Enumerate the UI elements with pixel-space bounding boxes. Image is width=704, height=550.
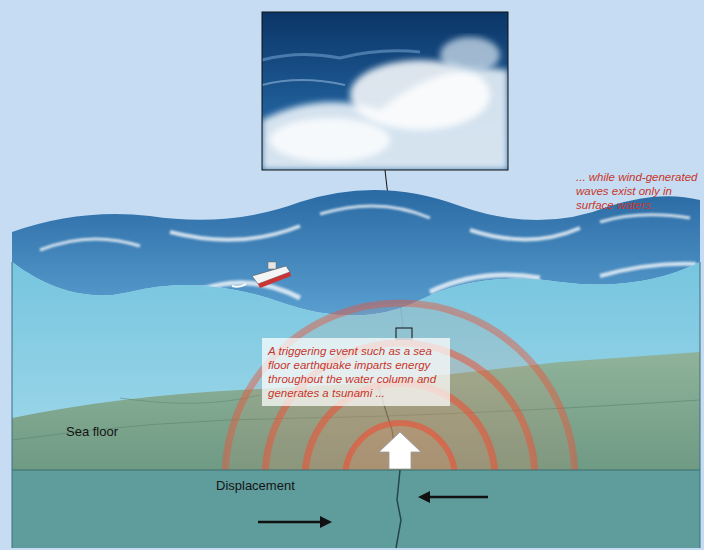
annotation-note: ... while wind-generated waves exist onl…	[576, 170, 700, 212]
part-label: Sea floor	[66, 424, 156, 439]
caption-text: A triggering event such as a sea floor e…	[268, 344, 444, 400]
part-label: Displacement	[216, 478, 326, 493]
text-panel: A triggering event such as a sea floor e…	[262, 338, 450, 406]
ship	[232, 262, 291, 288]
